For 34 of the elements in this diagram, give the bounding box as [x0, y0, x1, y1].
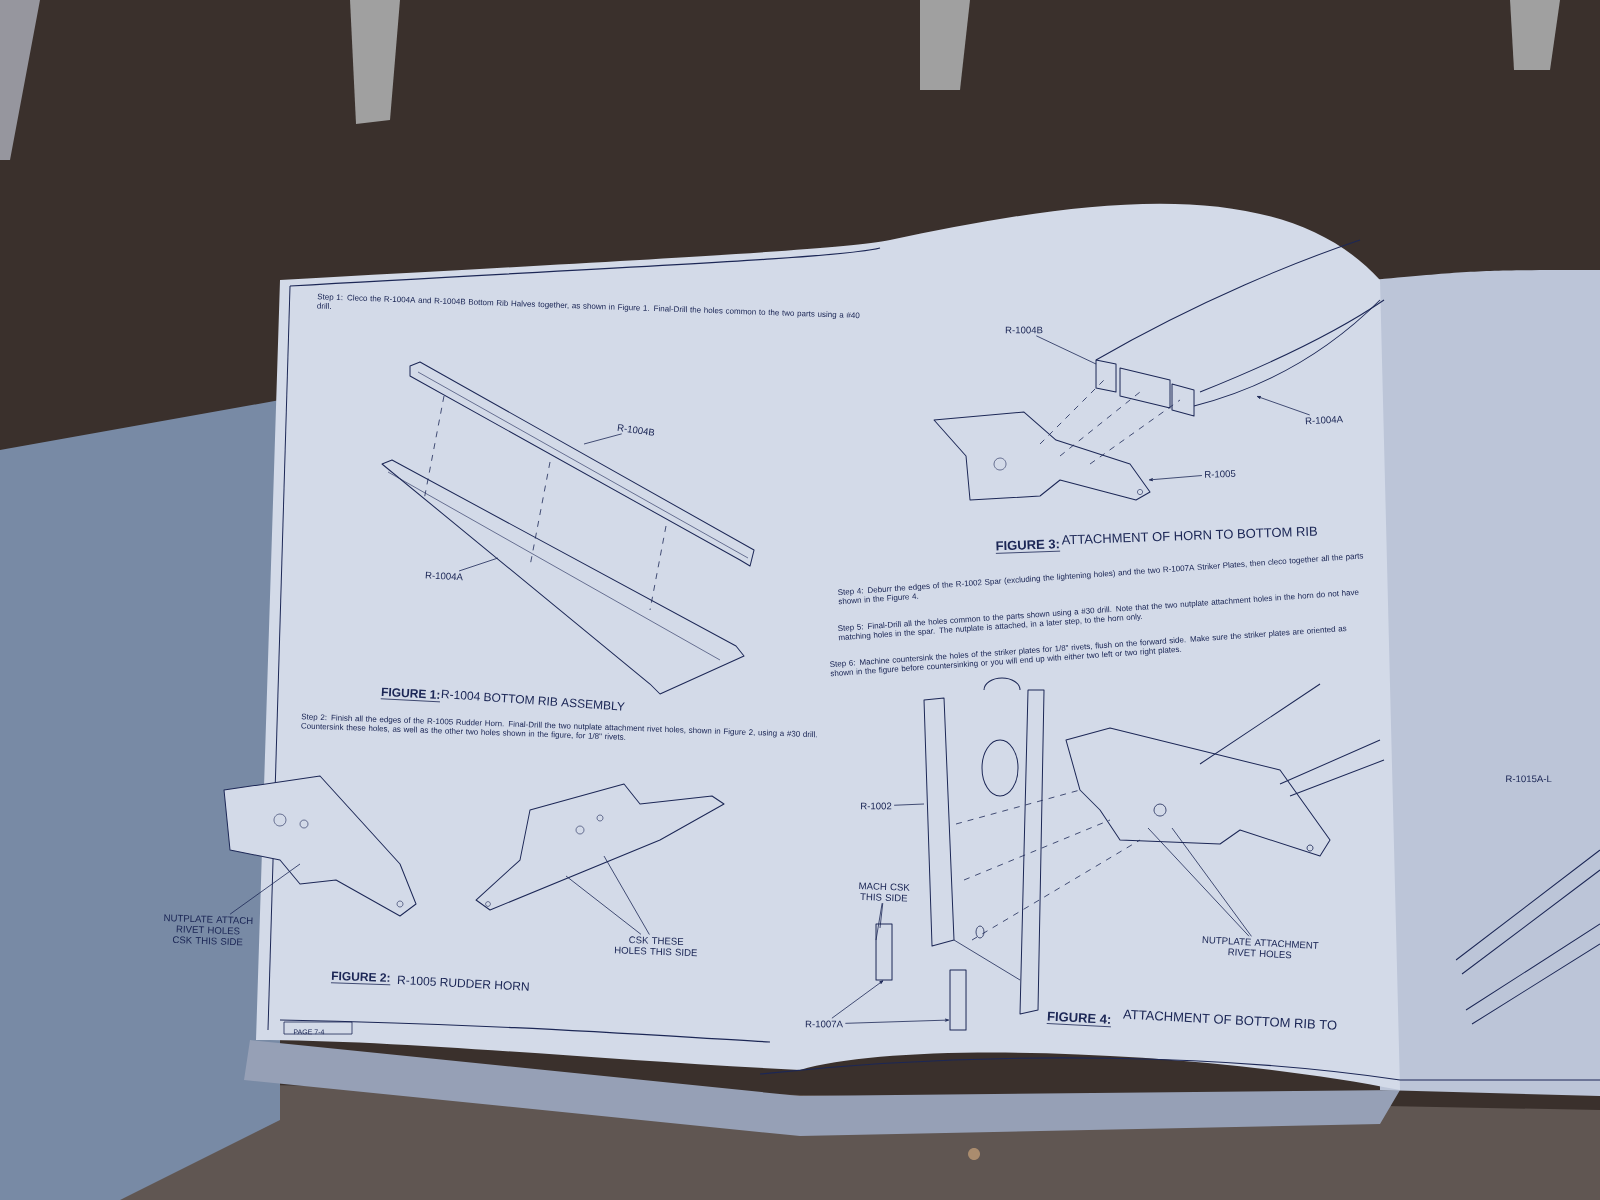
leader-line: [583, 433, 623, 445]
alignment-line: [955, 789, 1081, 825]
alignment-line: [649, 525, 667, 611]
spar-drawing: [923, 677, 1045, 1015]
leader-line: [229, 863, 301, 915]
leader-line: [844, 1018, 950, 1024]
alignment-line: [423, 395, 445, 501]
alignment-line: [529, 461, 551, 567]
rib-half-drawing: [1095, 239, 1361, 409]
leader-line: [1035, 335, 1097, 365]
rib-half-drawing: [1171, 299, 1385, 417]
leader-line: [1256, 396, 1311, 416]
leader-line: [875, 902, 883, 941]
leader-line: [831, 980, 884, 1019]
alignment-line: [1059, 391, 1141, 457]
leader-line: [879, 902, 884, 929]
rudder-horn-drawing: [475, 783, 725, 911]
leader-line: [1147, 827, 1250, 937]
leader-line: [1171, 827, 1252, 937]
alignment-line: [971, 839, 1141, 941]
leader-line: [458, 557, 499, 572]
alignment-line: [1089, 399, 1181, 465]
alignment-line: [1039, 379, 1105, 445]
striker-plate-drawing: [875, 923, 893, 981]
rib-half-drawing: [409, 361, 755, 567]
leader-line: [603, 855, 650, 935]
rudder-horn-drawing: [933, 411, 1151, 501]
horn-drawing: [1065, 683, 1385, 857]
alignment-line: [963, 819, 1111, 881]
leader-line: [893, 803, 925, 806]
leader-line: [1148, 475, 1203, 482]
striker-plate-drawing: [949, 969, 967, 1031]
rudder-horn-drawing: [223, 775, 417, 917]
leader-line: [565, 875, 642, 935]
